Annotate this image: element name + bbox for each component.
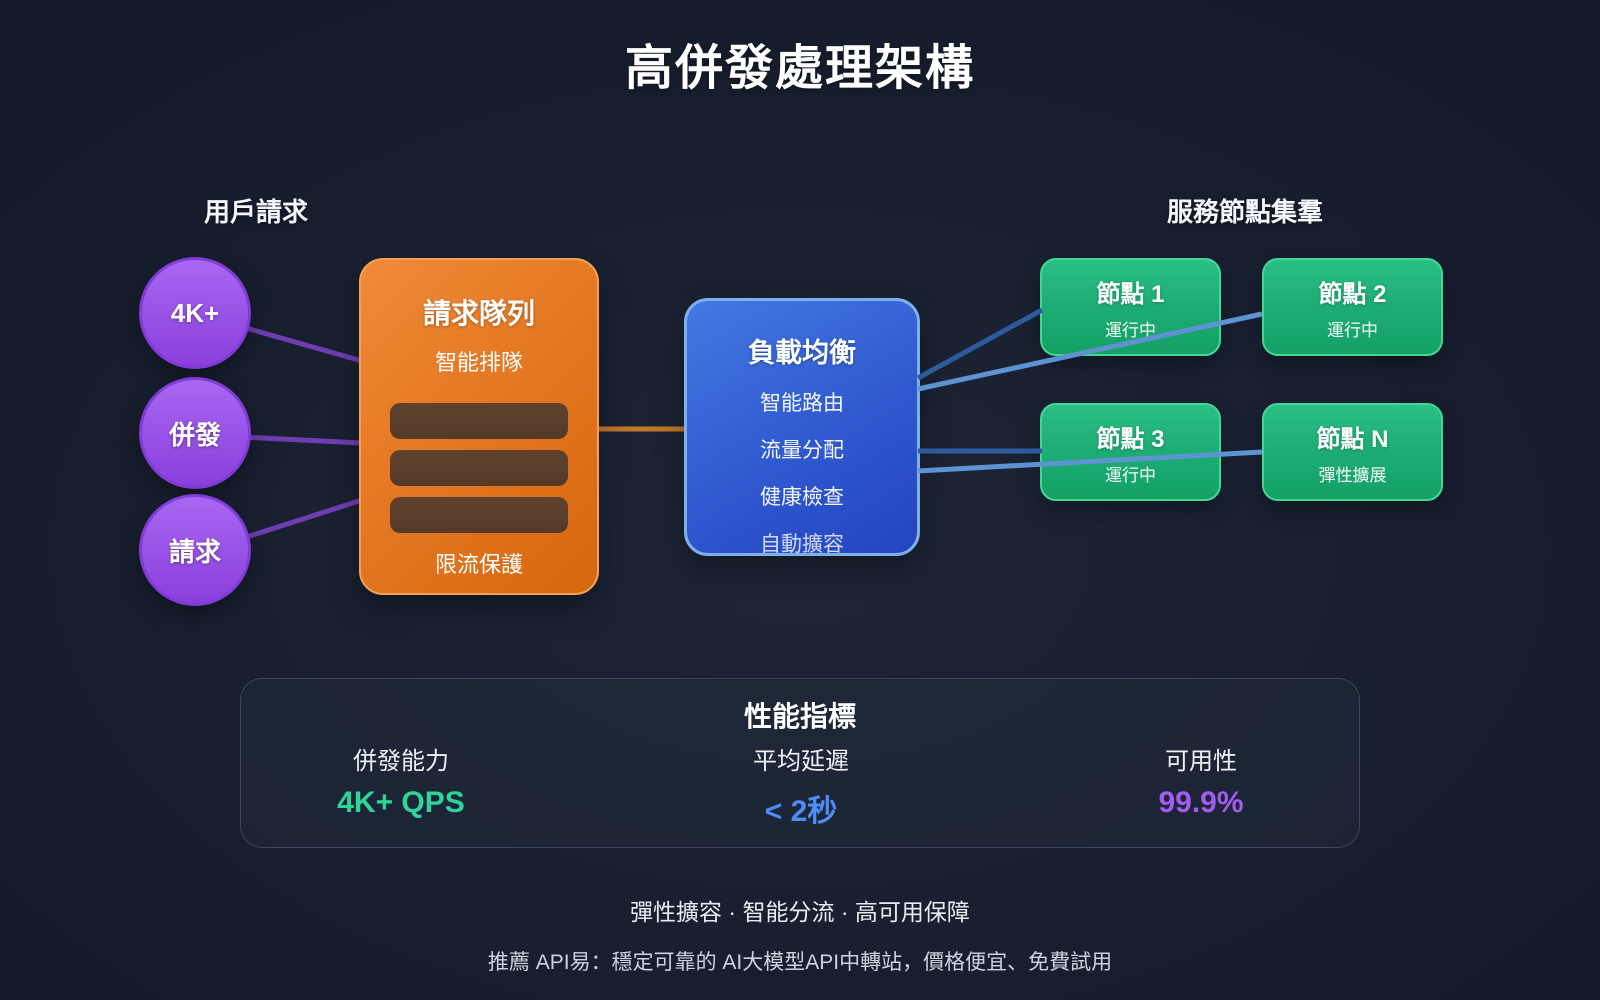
queue-footer: 限流保護	[434, 552, 523, 577]
metric-value: < 2秒	[764, 795, 838, 828]
request-circle-4k: 4K+	[139, 257, 251, 369]
metric-label: 可用性	[1165, 748, 1237, 775]
node-title: 節點 1	[1096, 280, 1165, 308]
node-status: 運行中	[1105, 320, 1156, 340]
node-status: 彈性擴展	[1318, 465, 1387, 485]
metric-latency: 平均延遲 < 2秒	[701, 741, 901, 830]
queue-bar	[390, 497, 568, 533]
queue-bar	[390, 450, 568, 486]
metric-value: 99.9%	[1158, 786, 1244, 819]
request-queue-box: 請求隊列 智能排隊 限流保護	[359, 258, 599, 595]
page-title: 高併發處理架構	[624, 42, 975, 95]
metric-label: 併發能力	[353, 748, 449, 775]
service-node-2: 節點 2 運行中	[1262, 258, 1443, 356]
service-node-n: 節點 N 彈性擴展	[1262, 403, 1443, 501]
node-status: 運行中	[1105, 465, 1156, 485]
balancer-items: 智能路由 流量分配 健康檢查 自動擴容	[760, 387, 844, 558]
metric-concurrency: 併發能力 4K+ QPS	[301, 741, 501, 820]
node-status: 運行中	[1327, 320, 1378, 340]
load-balancer-box: 負載均衡 智能路由 流量分配 健康檢查 自動擴容	[684, 298, 920, 556]
metric-label: 平均延遲	[753, 748, 849, 775]
node-title: 節點 3	[1096, 425, 1165, 453]
connector-line-node1	[916, 307, 1044, 381]
balancer-item: 健康檢查	[760, 486, 844, 509]
queue-bars	[390, 403, 568, 533]
footer-recommendation: 推薦 API易：穩定可靠的 AI大模型API中轉站，價格便宜、免費試用	[487, 951, 1113, 974]
metric-value: 4K+ QPS	[337, 786, 465, 819]
user-requests-label: 用戶請求	[203, 197, 308, 227]
queue-title: 請求隊列	[422, 298, 535, 329]
footer-tagline: 彈性擴容 · 智能分流 · 高可用保障	[630, 899, 970, 925]
queue-subtitle: 智能排隊	[434, 350, 523, 375]
request-circle-concurrent: 併發	[139, 377, 251, 489]
balancer-item: 智能路由	[760, 392, 844, 415]
service-node-1: 節點 1 運行中	[1040, 258, 1221, 356]
request-circle-label: 併發	[168, 419, 221, 450]
request-circle-label: 4K+	[170, 297, 220, 328]
balancer-title: 負載均衡	[748, 338, 856, 368]
request-circle-request: 請求	[139, 494, 251, 606]
metrics-title: 性能指標	[743, 701, 856, 732]
queue-bar	[390, 403, 568, 439]
balancer-item: 流量分配	[760, 439, 844, 462]
node-title: 節點 N	[1316, 425, 1389, 453]
node-title: 節點 2	[1318, 280, 1387, 308]
request-circle-label: 請求	[168, 536, 221, 567]
service-cluster-label: 服務節點集羣	[1166, 197, 1323, 227]
balancer-item: 自動擴容	[760, 533, 844, 556]
metrics-panel: 性能指標 併發能力 4K+ QPS 平均延遲 < 2秒 可用性 99.9%	[240, 678, 1360, 848]
metric-availability: 可用性 99.9%	[1101, 741, 1301, 820]
service-node-3: 節點 3 運行中	[1040, 403, 1221, 501]
